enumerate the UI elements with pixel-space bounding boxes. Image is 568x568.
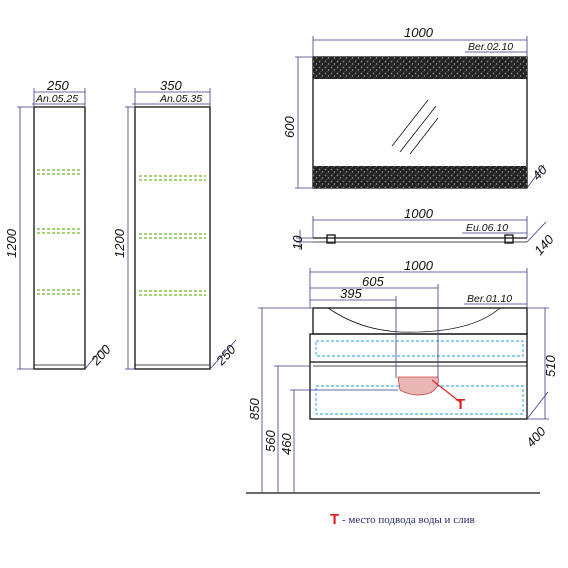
glass-reflection-mark	[391, 99, 429, 147]
depth-line	[526, 164, 545, 189]
column-narrow-body	[33, 106, 86, 370]
glass-reflection-mark	[409, 117, 439, 155]
dimension-height: 1200	[4, 228, 19, 258]
depth-line	[209, 339, 237, 370]
outlet-leader	[431, 379, 461, 403]
vanity-cabinet	[309, 333, 528, 420]
dimension-depth: 400	[523, 423, 549, 450]
glass-shelf: 1000 Eu.06.10 10 140	[290, 206, 557, 258]
glass-reflection-mark	[399, 105, 437, 153]
dimension-height: 1200	[112, 228, 127, 258]
product-code: Ber.01.10	[467, 293, 512, 305]
product-code: An.05.25	[35, 93, 78, 105]
dimension-560: 560	[263, 430, 278, 452]
product-code: An.05.35	[159, 93, 202, 105]
dimension-width: 1000	[404, 206, 434, 221]
column-wide-body	[134, 106, 211, 370]
dimension-width: 250	[46, 78, 69, 93]
dimension-height: 510	[543, 355, 558, 377]
product-code: Eu.06.10	[466, 222, 508, 234]
legend-text: - место подвода воды и слив	[342, 514, 475, 526]
upper-drawer-outline	[315, 340, 524, 357]
dimension-460: 460	[279, 433, 294, 455]
depth-line	[526, 391, 549, 420]
legend-mark: T	[330, 511, 339, 528]
outlet-marker: T	[456, 396, 465, 413]
vanity-unit: T 1000 605 395 Ber.01.10 510 400 850	[246, 258, 558, 494]
dimension-height: 600	[282, 116, 297, 138]
shelf-bracket-left	[326, 234, 336, 244]
mirror-bottom-band	[313, 166, 527, 188]
dimension-width: 1000	[404, 258, 434, 273]
dimension-850: 850	[247, 398, 262, 420]
dimension-width: 1000	[404, 25, 434, 40]
mirror-top-band	[313, 57, 527, 79]
column-wide: 350 An.05.35 1200 250	[112, 78, 239, 370]
dimension-depth: 140	[531, 231, 557, 258]
water-outlet-zone	[397, 376, 439, 396]
shelf-bracket-right	[504, 234, 514, 244]
dimension-width: 350	[160, 78, 182, 93]
column-narrow: 250 An.05.25 1200 200	[4, 78, 114, 370]
dimension-605: 605	[362, 274, 384, 289]
dimension-395: 395	[340, 286, 362, 301]
depth-line	[84, 345, 105, 370]
depth-line	[526, 221, 547, 243]
dimension-height: 10	[290, 235, 305, 250]
lower-drawer-outline	[315, 385, 524, 415]
product-code: Ber.02.10	[468, 41, 513, 53]
mirror: 1000 Ber.02.10 600 40	[282, 25, 550, 189]
dimension-depth: 40	[529, 162, 550, 183]
dimension-depth: 250	[212, 341, 239, 368]
dimension-depth: 200	[87, 341, 114, 368]
basin-bowl-outline	[327, 307, 501, 333]
legend: T - место подвода воды и слив	[330, 511, 475, 528]
